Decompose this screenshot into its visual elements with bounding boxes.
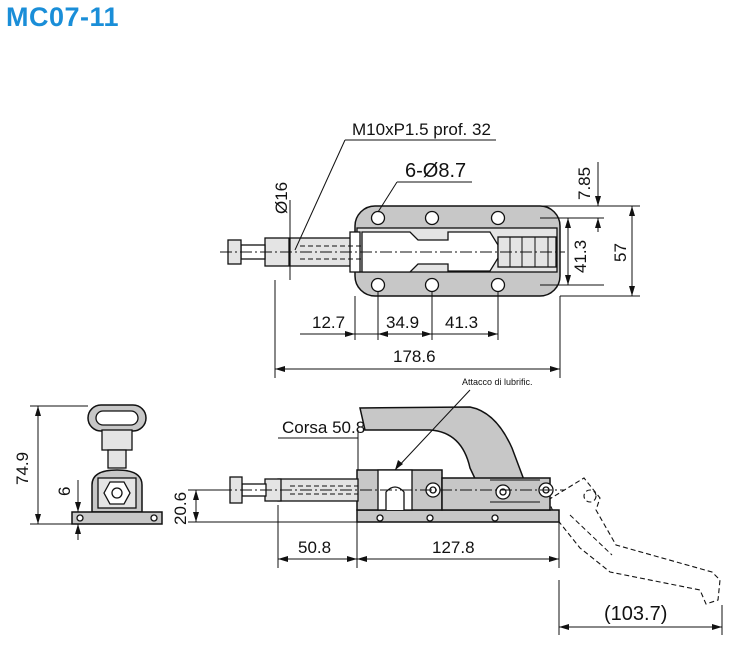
end-view: 74.9 6 — [13, 404, 163, 540]
mount-hole — [370, 277, 386, 293]
top-view: M10xP1.5 prof. 32 6-Ø8.7 Ø16 7.85 41.3 5… — [220, 120, 640, 378]
mount-hole — [490, 210, 506, 226]
dim-12-7: 12.7 — [312, 313, 345, 332]
dim-41-3-vertical: 41.3 — [571, 240, 590, 273]
end-handle-stem — [101, 429, 133, 451]
mount-hole — [490, 277, 506, 293]
dim-50-8: 50.8 — [298, 538, 331, 557]
dim-178-6: 178.6 — [393, 347, 436, 366]
dim-34-9: 34.9 — [386, 313, 419, 332]
side-view: Attacco di lubrific. Corsa 50.8 20.6 50.… — [171, 377, 723, 635]
page-title: MC07-11 — [6, 2, 120, 32]
side-base-plate — [356, 509, 560, 523]
stroke-label: Corsa 50.8 — [282, 418, 365, 437]
lube-fitting-label: Attacco di lubrific. — [462, 377, 533, 387]
dim-127-8: 127.8 — [432, 538, 475, 557]
mount-hole — [424, 210, 440, 226]
thread-label: M10xP1.5 prof. 32 — [352, 120, 491, 139]
mount-hole — [424, 277, 440, 293]
mount-hole — [370, 210, 386, 226]
dim-41-3-horizontal: 41.3 — [445, 313, 478, 332]
hole-label: 6-Ø8.7 — [405, 160, 466, 182]
ghost-handle — [547, 477, 721, 605]
side-handle — [359, 406, 526, 486]
dim-103-7: (103.7) — [604, 603, 667, 625]
dim-20-6: 20.6 — [171, 492, 190, 525]
dim-74-9: 74.9 — [13, 452, 32, 485]
dim-7-85: 7.85 — [575, 167, 594, 200]
dim-6: 6 — [55, 487, 74, 496]
shaft-diameter-label: Ø16 — [272, 182, 291, 214]
end-base — [71, 511, 163, 525]
dim-57: 57 — [611, 243, 630, 262]
